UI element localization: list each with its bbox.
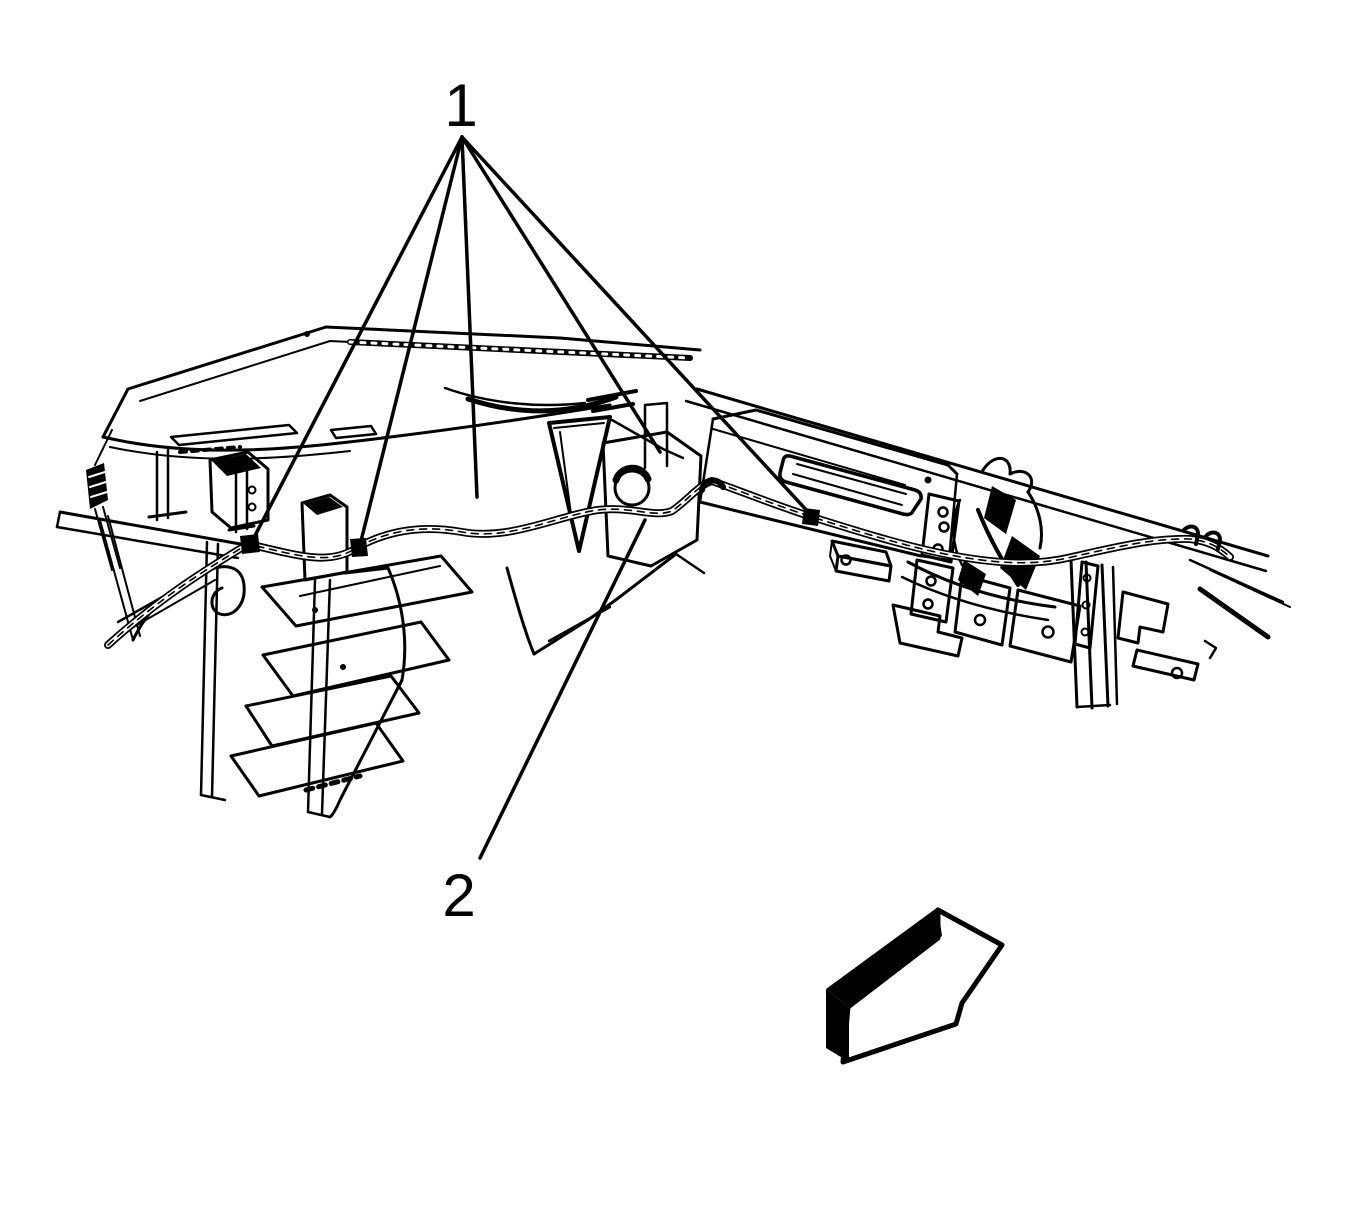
callout-1-label: 1 [444, 72, 478, 139]
harness-clips [240, 477, 1222, 557]
beam-opening [778, 454, 923, 517]
lower-dash-edges [55, 510, 248, 802]
dash-top-panel [101, 325, 702, 460]
wire-connector [86, 429, 141, 641]
forward-direction-arrow [826, 907, 1005, 1065]
center-speaker-bracket [443, 386, 703, 568]
callout-leader-lines [246, 135, 812, 860]
right-end-structure [891, 558, 1218, 710]
wiring-harness [104, 477, 1234, 649]
callout-2-label: 2 [442, 862, 476, 929]
tunnel-panels [328, 552, 706, 819]
dash-support-brackets [147, 448, 349, 819]
column-bracket-cluster [952, 457, 1043, 596]
console-ducts [229, 554, 474, 798]
